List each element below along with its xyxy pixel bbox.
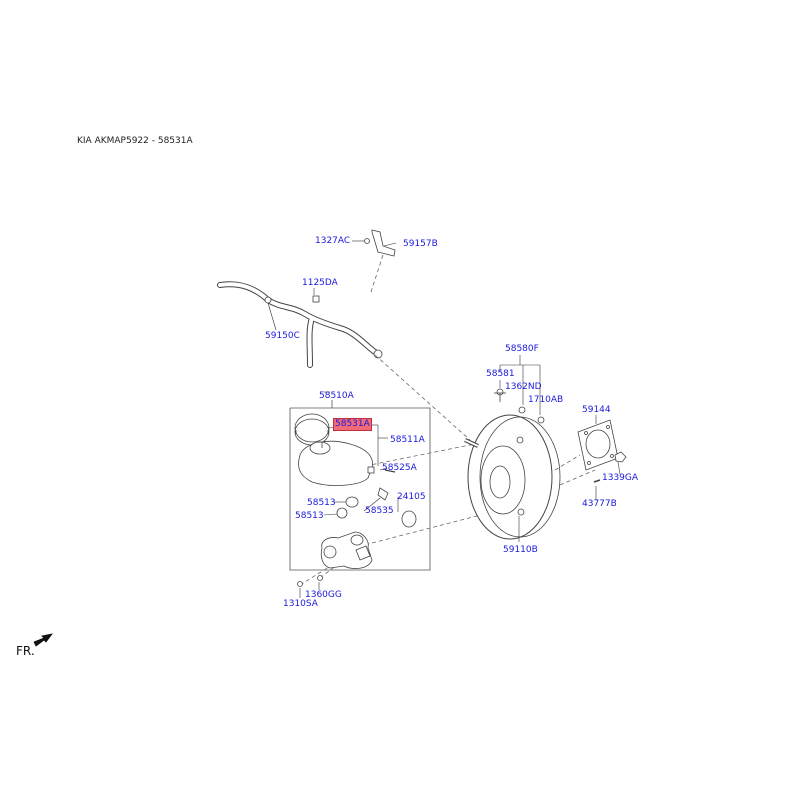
assembly-box bbox=[289, 407, 431, 571]
part-label-59110b[interactable]: 59110B bbox=[503, 545, 538, 555]
part-label-1327ac[interactable]: 1327AC bbox=[315, 236, 351, 246]
part-label-58531a-highlighted[interactable]: 58531A bbox=[333, 418, 372, 431]
part-label-1710ab[interactable]: 1710AB bbox=[528, 395, 564, 405]
part-label-58511a[interactable]: 58511A bbox=[390, 435, 425, 445]
page-title: KIA AKMAP5922 - 58531A bbox=[77, 136, 193, 146]
part-label-59144[interactable]: 59144 bbox=[582, 405, 611, 415]
part-label-58510a[interactable]: 58510A bbox=[319, 391, 354, 401]
part-label-58580f[interactable]: 58580F bbox=[505, 344, 539, 354]
part-label-1360gg[interactable]: 1360GG bbox=[305, 590, 342, 600]
part-label-59150c[interactable]: 59150C bbox=[265, 331, 300, 341]
part-label-43777b[interactable]: 43777B bbox=[582, 499, 617, 509]
part-label-1125da[interactable]: 1125DA bbox=[302, 278, 338, 288]
part-label-58513-upper[interactable]: 58513 bbox=[307, 498, 336, 508]
part-label-1310sa[interactable]: 1310SA bbox=[283, 599, 318, 609]
bracket-59157b bbox=[371, 229, 396, 257]
part-label-58535[interactable]: 58535 bbox=[365, 506, 394, 516]
reservoir-cap bbox=[294, 413, 330, 443]
orientation-label: FR. bbox=[16, 644, 35, 658]
gasket-59144 bbox=[577, 419, 619, 471]
part-label-58513-lower[interactable]: 58513 bbox=[295, 511, 324, 521]
part-label-24105[interactable]: 24105 bbox=[397, 492, 426, 502]
part-label-1339ga[interactable]: 1339GA bbox=[602, 473, 639, 483]
part-label-58581[interactable]: 58581 bbox=[486, 369, 515, 379]
brake-booster bbox=[467, 414, 553, 540]
part-label-58525a[interactable]: 58525A bbox=[382, 463, 417, 473]
vacuum-hose bbox=[217, 281, 378, 368]
part-label-59157b[interactable]: 59157B bbox=[403, 239, 438, 249]
fr-arrow bbox=[33, 633, 53, 647]
part-label-1362nd[interactable]: 1362ND bbox=[505, 382, 542, 392]
